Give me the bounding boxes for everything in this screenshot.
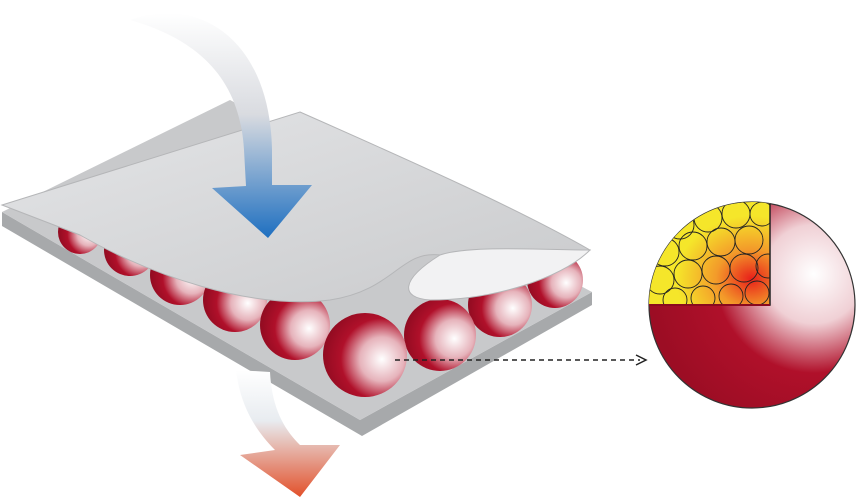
- curved-arrow-out-icon: [236, 370, 340, 497]
- curved-arrow-down-icon: [130, 13, 312, 238]
- sphere-cross-section: [648, 201, 856, 409]
- sheet-curl: [408, 248, 592, 301]
- dashed-arrow-right-icon: [395, 354, 648, 366]
